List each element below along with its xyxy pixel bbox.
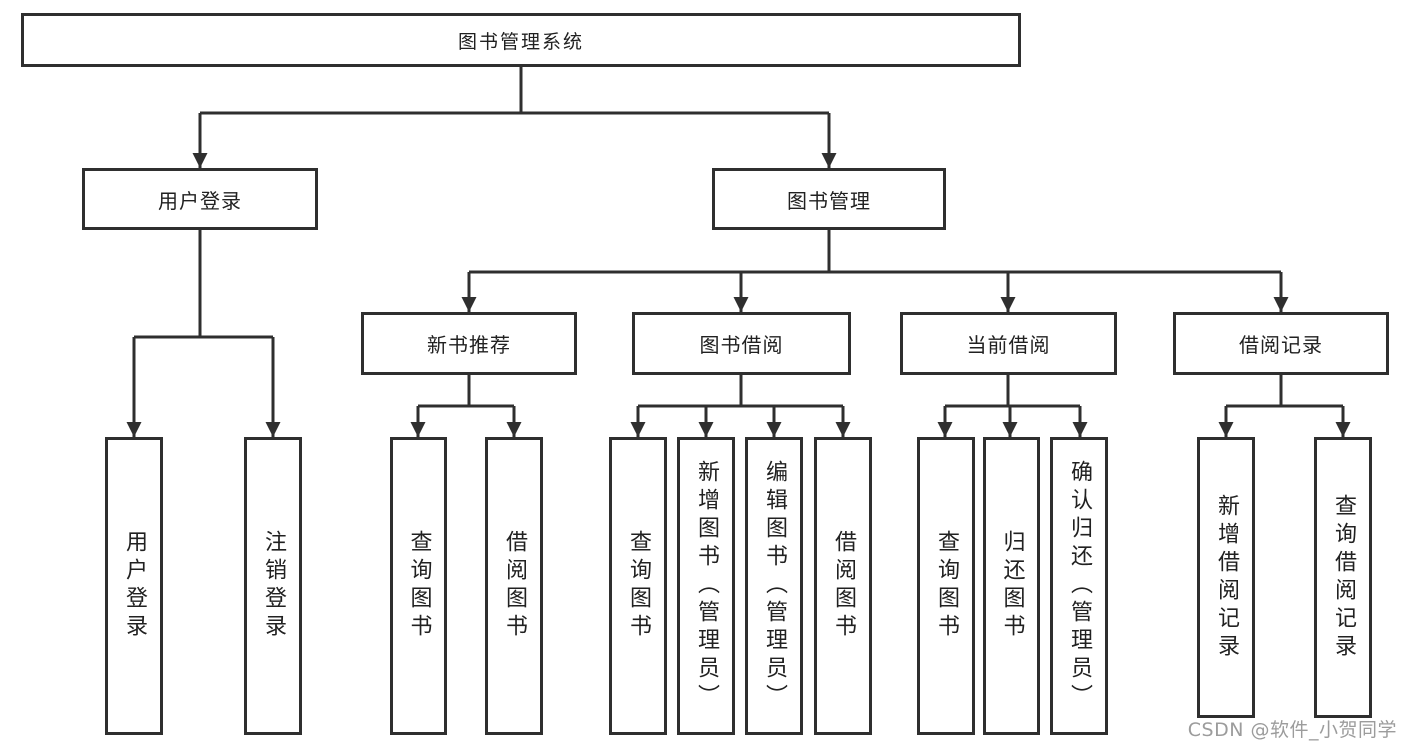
leaf-return-books-label: 归还图书 bbox=[999, 530, 1025, 642]
leaf-edit-books-admin-label: 编辑图书（管理员） bbox=[762, 460, 787, 712]
leaf-query-books-borrowing-label: 查询图书 bbox=[626, 530, 651, 642]
node-borrowing-records: 借阅记录 bbox=[1173, 312, 1389, 375]
leaf-add-books-admin: 新增图书（管理员） bbox=[677, 437, 735, 735]
node-current-borrowing-label: 当前借阅 bbox=[966, 333, 1051, 357]
leaf-query-books-recommend: 查询图书 bbox=[390, 437, 447, 735]
leaf-query-books-borrowing: 查询图书 bbox=[609, 437, 667, 735]
leaf-logout: 注销登录 bbox=[244, 437, 302, 735]
node-user-login: 用户登录 bbox=[82, 168, 318, 230]
node-root: 图书管理系统 bbox=[21, 13, 1021, 67]
node-borrowing-records-label: 借阅记录 bbox=[1239, 333, 1323, 357]
leaf-return-books: 归还图书 bbox=[983, 437, 1040, 735]
node-current-borrowing: 当前借阅 bbox=[900, 312, 1117, 375]
leaf-add-borrow-record: 新增借阅记录 bbox=[1197, 437, 1255, 718]
node-root-label: 图书管理系统 bbox=[457, 30, 584, 53]
leaf-add-books-admin-label: 新增图书（管理员） bbox=[694, 460, 719, 712]
leaf-query-books-current: 查询图书 bbox=[917, 437, 975, 735]
leaf-query-books-recommend-label: 查询图书 bbox=[406, 530, 432, 642]
leaf-borrow-books-recommend-label: 借阅图书 bbox=[502, 530, 527, 642]
leaf-query-borrow-record-label: 查询借阅记录 bbox=[1331, 493, 1356, 662]
leaf-borrow-books-borrowing: 借阅图书 bbox=[814, 437, 872, 735]
leaf-confirm-return-admin-label: 确认归还（管理员） bbox=[1067, 460, 1092, 712]
leaf-borrow-books-borrowing-label: 借阅图书 bbox=[831, 530, 856, 642]
watermark: CSDN @软件_小贺同学 bbox=[1187, 719, 1397, 741]
leaf-confirm-return-admin: 确认归还（管理员） bbox=[1050, 437, 1108, 735]
node-new-book-recommend: 新书推荐 bbox=[361, 312, 577, 375]
leaf-user-login: 用户登录 bbox=[105, 437, 163, 735]
node-user-login-label: 用户登录 bbox=[158, 188, 242, 213]
node-book-borrowing-label: 图书借阅 bbox=[699, 333, 784, 357]
leaf-query-books-current-label: 查询图书 bbox=[934, 530, 959, 642]
leaf-borrow-books-recommend: 借阅图书 bbox=[485, 437, 543, 735]
leaf-edit-books-admin: 编辑图书（管理员） bbox=[745, 437, 803, 735]
leaf-query-borrow-record: 查询借阅记录 bbox=[1314, 437, 1372, 718]
node-book-borrowing: 图书借阅 bbox=[632, 312, 851, 375]
node-book-management-label: 图书管理 bbox=[787, 188, 871, 213]
node-new-book-recommend-label: 新书推荐 bbox=[427, 333, 511, 357]
leaf-logout-label: 注销登录 bbox=[261, 530, 286, 642]
leaf-user-login-label: 用户登录 bbox=[122, 530, 147, 642]
node-book-management: 图书管理 bbox=[712, 168, 946, 230]
leaf-add-borrow-record-label: 新增借阅记录 bbox=[1214, 493, 1239, 662]
